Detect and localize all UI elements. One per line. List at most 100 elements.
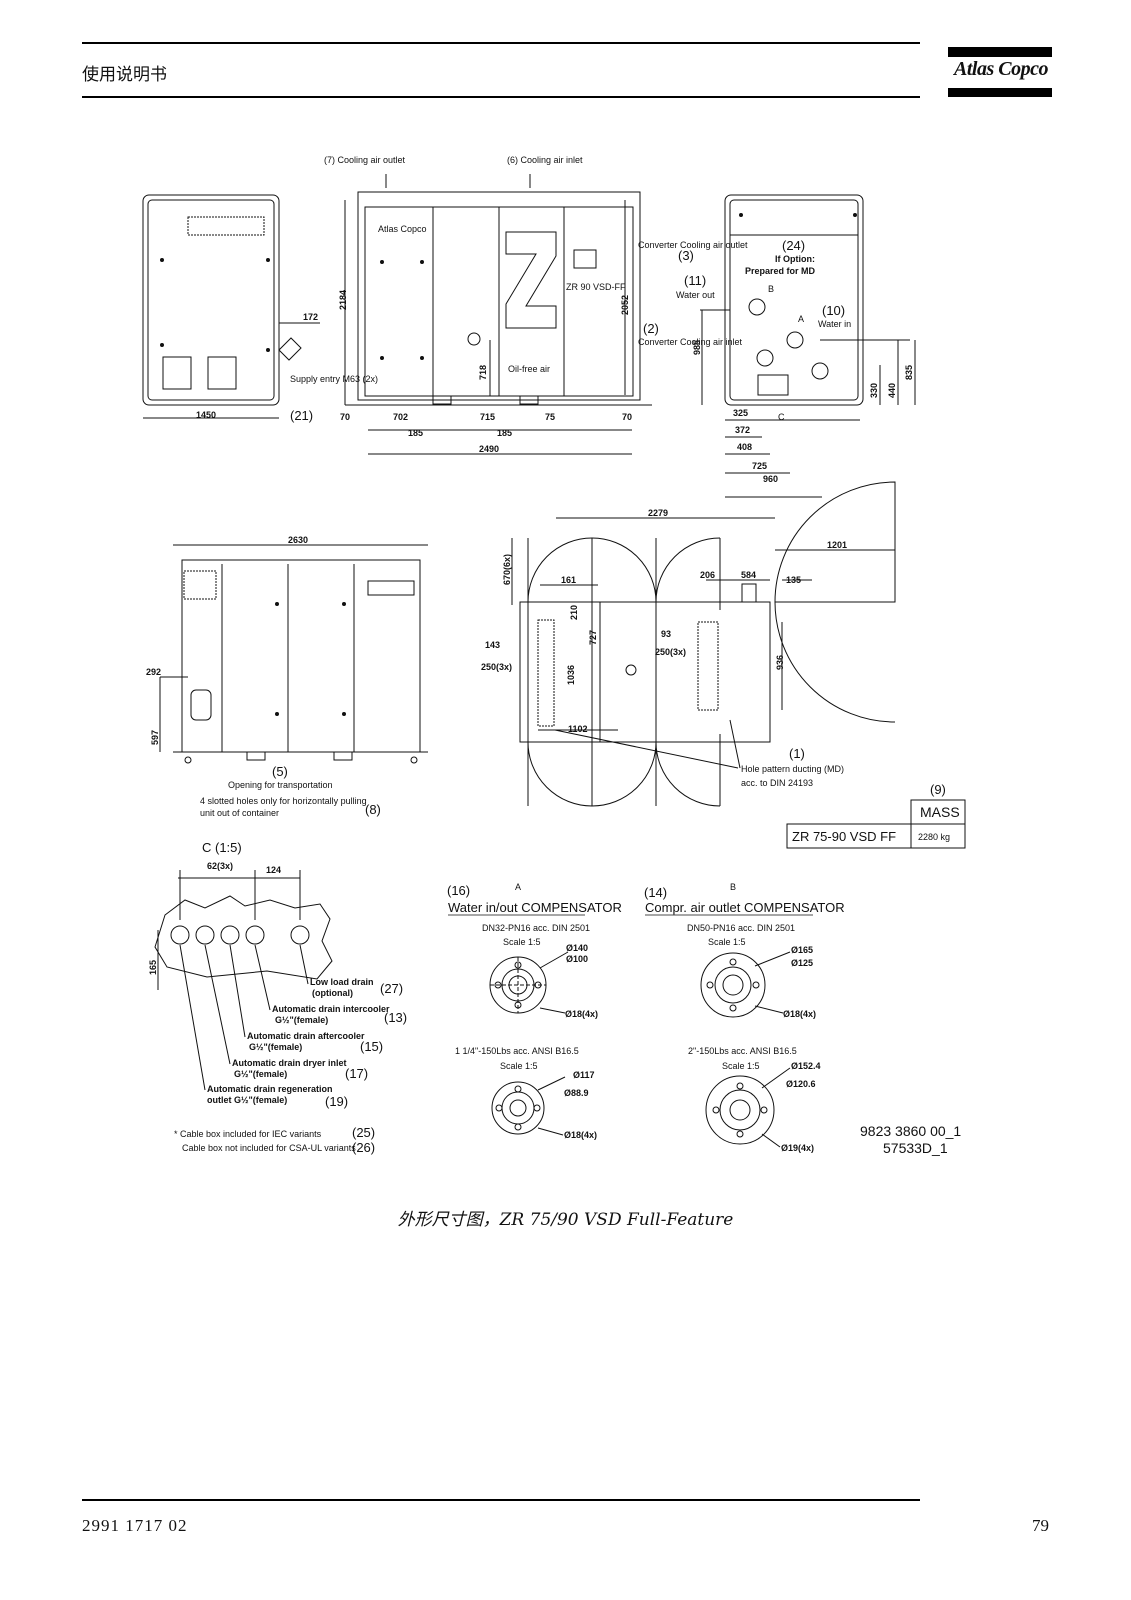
- front-view: [344, 174, 652, 455]
- label-supply-ref: (21): [290, 408, 313, 423]
- label-cooling-air-outlet: (7) Cooling air outlet: [324, 155, 406, 165]
- note-1: * Cable box included for IEC variants: [174, 1129, 322, 1139]
- label-supply-entry: Supply entry M63 (2x): [290, 374, 378, 384]
- label-water-in: Water in: [818, 319, 851, 329]
- dim-2184: 2184: [338, 290, 348, 310]
- detail-c-title: C (1:5): [202, 840, 242, 855]
- label-option-line1: If Option:: [775, 254, 815, 264]
- drain-4-ref: (19): [325, 1094, 348, 1109]
- label-water-out: Water out: [676, 290, 715, 300]
- comp-a-scale-2: Scale 1:5: [500, 1061, 538, 1071]
- label-slotted: 4 slotted holes only for horizontally pu…: [200, 796, 367, 806]
- doc-ref-1: 9823 3860 00_1: [860, 1123, 961, 1139]
- comp-a-d-outer-1: Ø140: [566, 943, 588, 953]
- dim-718: 718: [478, 365, 488, 380]
- comp-b-std-2: 2"-150Lbs acc. ANSI B16.5: [688, 1046, 797, 1056]
- dim-70-left: 70: [340, 412, 350, 422]
- document-number: 2991 1717 02: [82, 1516, 188, 1535]
- label-option-line2: Prepared for MD: [745, 266, 816, 276]
- dim-93: 93: [661, 629, 671, 639]
- drain-0-line2: (optional): [312, 988, 353, 998]
- detail-c-view: [154, 870, 333, 1091]
- dim-1201: 1201: [827, 540, 847, 550]
- dim-325: 325: [733, 408, 748, 418]
- dim-985: 985: [692, 340, 702, 355]
- dim-597: 597: [150, 730, 160, 745]
- dim-330: 330: [869, 383, 879, 398]
- note-2-ref: (26): [352, 1140, 375, 1155]
- comp-b-letter: B: [730, 882, 736, 892]
- oil-free-label: Oil-free air: [508, 364, 550, 374]
- mass-table: [786, 799, 966, 849]
- dim-2279: 2279: [648, 508, 668, 518]
- label-c: C: [778, 412, 785, 422]
- label-hole-pattern: Hole pattern ducting (MD): [741, 764, 844, 774]
- dim-372: 372: [735, 425, 750, 435]
- dim-172: 172: [303, 312, 318, 322]
- drain-2-line1: Automatic drain aftercooler: [247, 1031, 365, 1041]
- manual-title: 使用说明书: [82, 65, 167, 85]
- left-side-view: [142, 194, 320, 419]
- comp-b-d-holes-2: Ø19(4x): [781, 1143, 814, 1153]
- page-number: 79: [1032, 1516, 1049, 1535]
- comp-a-scale-1: Scale 1:5: [503, 937, 541, 947]
- label-water-in-ref: (10): [822, 303, 845, 318]
- drain-2-line2: G½"(female): [249, 1042, 302, 1052]
- label-converter-outlet-ref: (3): [678, 248, 694, 263]
- comp-a-letter: A: [515, 882, 521, 892]
- label-b: B: [768, 284, 774, 294]
- dim-960: 960: [763, 474, 778, 484]
- detail-c-dim-62: 62(3x): [207, 861, 233, 871]
- rear-view: [159, 544, 428, 764]
- comp-a-d-holes-1: Ø18(4x): [565, 1009, 598, 1019]
- label-slotted-2: unit out of container: [200, 808, 279, 818]
- dim-835: 835: [904, 365, 914, 380]
- comp-b-scale-2: Scale 1:5: [722, 1061, 760, 1071]
- header-top-rule: [82, 42, 920, 44]
- dim-715: 715: [480, 412, 495, 422]
- note-2: Cable box not included for CSA-UL varian…: [182, 1143, 356, 1153]
- label-converter-inlet: Converter Cooling air inlet: [638, 337, 743, 347]
- comp-a-d-holes-2: Ø18(4x): [564, 1130, 597, 1140]
- drain-4-line1: Automatic drain regeneration: [207, 1084, 333, 1094]
- footer-rule: [82, 1499, 920, 1501]
- note-1-ref: (25): [352, 1125, 375, 1140]
- header-bottom-rule: [82, 96, 920, 98]
- mass-ref: (9): [930, 782, 946, 797]
- dim-670-6x: 670(6x): [502, 554, 512, 585]
- drain-3-line1: Automatic drain dryer inlet: [232, 1058, 347, 1068]
- drain-1-line2: G½"(female): [275, 1015, 328, 1025]
- detail-c-dim-124: 124: [266, 865, 281, 875]
- unit-label: ZR 90 VSD-FF: [566, 282, 626, 292]
- logo-bar-top: [948, 47, 1052, 57]
- dim-161: 161: [561, 575, 576, 585]
- comp-a-d-inner-2: Ø88.9: [564, 1088, 589, 1098]
- doc-ref-2: 57533D_1: [883, 1140, 948, 1156]
- flange-b-din: [700, 951, 791, 1018]
- dim-210: 210: [569, 605, 579, 620]
- label-transport-ref: (5): [272, 764, 288, 779]
- drain-1-line1: Automatic drain intercooler: [272, 1004, 390, 1014]
- comp-b-d-outer-1: Ø165: [791, 945, 813, 955]
- mass-model: ZR 75-90 VSD FF: [792, 829, 896, 844]
- comp-b-std-1: DN50-PN16 acc. DIN 2501: [687, 923, 795, 933]
- dim-2490: 2490: [479, 444, 499, 454]
- label-water-out-ref: (11): [684, 273, 706, 288]
- dim-702: 702: [393, 412, 408, 422]
- drain-1-ref: (13): [384, 1010, 407, 1025]
- comp-a-title: Water in/out COMPENSATOR: [448, 900, 622, 915]
- comp-b-d-outer-2: Ø152.4: [791, 1061, 821, 1071]
- detail-c-dim-165: 165: [148, 960, 158, 975]
- dim-1036: 1036: [566, 665, 576, 685]
- atlas-copco-logo: Atlas Copco: [954, 58, 1048, 80]
- dim-206: 206: [700, 570, 715, 580]
- dim-440: 440: [887, 383, 897, 398]
- panel-brand: Atlas Copco: [378, 224, 427, 234]
- figure-caption: 外形尺寸图，ZR 75/90 VSD Full-Feature: [397, 1210, 734, 1230]
- dim-135: 135: [786, 575, 801, 585]
- mass-value: 2280 kg: [918, 832, 950, 842]
- label-a: A: [798, 314, 804, 324]
- flange-b-ansi: [705, 1067, 791, 1148]
- dim-185-right: 185: [497, 428, 512, 438]
- flange-a-din: [489, 951, 569, 1014]
